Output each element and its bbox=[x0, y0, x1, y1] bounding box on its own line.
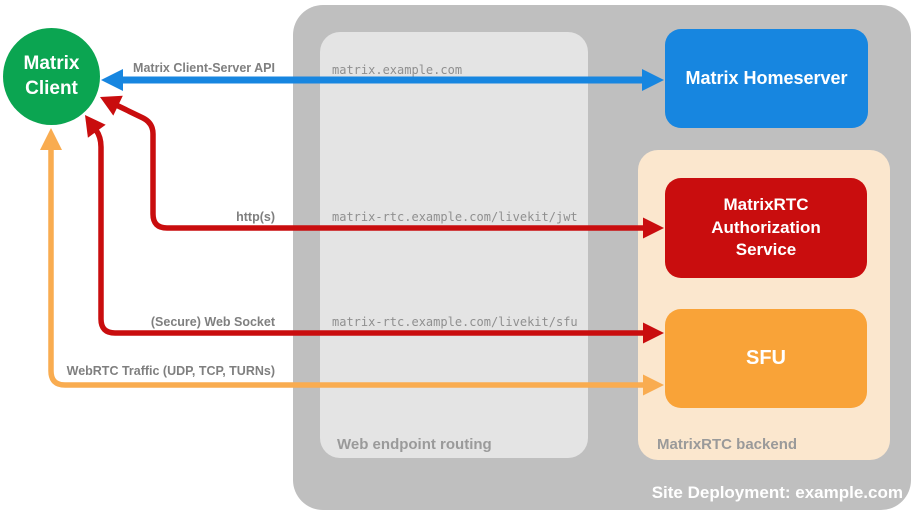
matrix-client-label: Matrix Client bbox=[23, 52, 80, 99]
site-deployment-label: Site Deployment: example.com bbox=[651, 483, 903, 502]
web-endpoint-routing-box bbox=[320, 32, 588, 458]
matrixrtc-backend-label: MatrixRTC backend bbox=[657, 436, 798, 453]
https-arrowhead-client bbox=[100, 95, 123, 116]
matrixrtc-auth-service-node: MatrixRTC Authorization Service bbox=[665, 178, 867, 278]
webrtc-traffic-arrowhead-client bbox=[40, 128, 62, 150]
endpoint-matrix-example-com: matrix.example.com bbox=[332, 63, 463, 77]
matrix-client-node: Matrix Client bbox=[3, 28, 100, 125]
matrix-homeserver-label: Matrix Homeserver bbox=[685, 68, 848, 88]
sfu-label: SFU bbox=[746, 347, 786, 369]
websocket-arrow-label: (Secure) Web Socket bbox=[150, 315, 275, 329]
endpoint-livekit-sfu: matrix-rtc.example.com/livekit/sfu bbox=[332, 315, 578, 329]
webrtc-traffic-arrow-label: WebRTC Traffic (UDP, TCP, TURNs) bbox=[66, 364, 275, 378]
endpoint-livekit-jwt: matrix-rtc.example.com/livekit/jwt bbox=[332, 210, 578, 224]
client-server-api-arrow-label: Matrix Client-Server API bbox=[133, 61, 275, 75]
matrixrtc-auth-service-label: MatrixRTC Authorization Service bbox=[711, 195, 821, 260]
sfu-node: SFU bbox=[665, 309, 867, 408]
https-arrow-label: http(s) bbox=[236, 210, 275, 224]
web-endpoint-routing-label: Web endpoint routing bbox=[337, 436, 492, 453]
matrix-homeserver-node: Matrix Homeserver bbox=[665, 29, 868, 128]
websocket-arrowhead-client bbox=[85, 115, 106, 138]
